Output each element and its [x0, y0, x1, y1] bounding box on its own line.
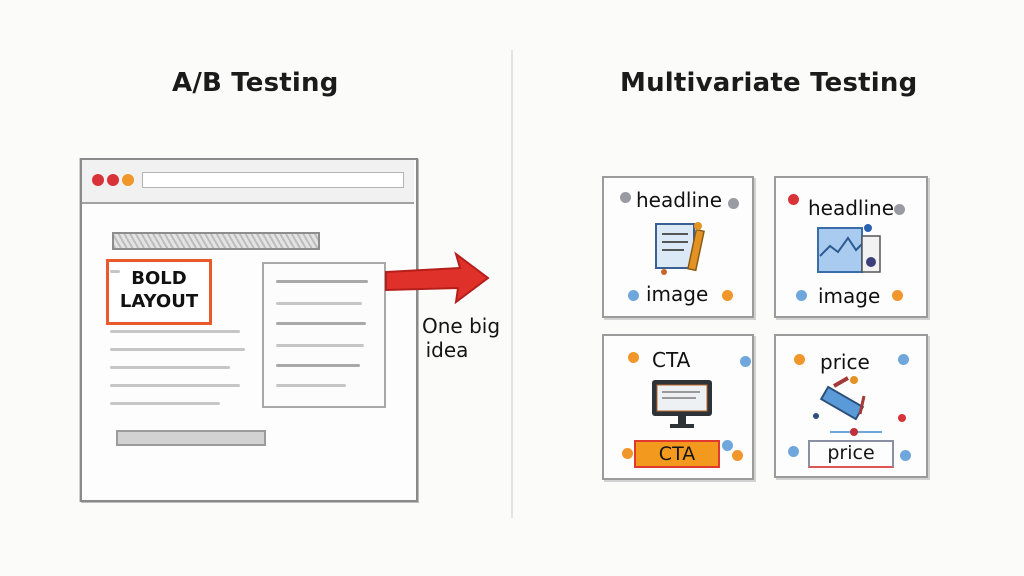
variant-cell-headline-image-a: headline image: [602, 176, 754, 318]
window-max-dot: [122, 174, 134, 186]
arrow-label-line1: One big: [421, 314, 501, 338]
orange-dot: [892, 290, 903, 301]
arrow-right-icon: [385, 251, 490, 305]
address-bar: [142, 172, 404, 188]
bold-layout-line1: BOLD: [131, 268, 187, 289]
one-big-idea-label: One big idea: [416, 314, 506, 362]
price-box-sketch: price: [808, 440, 894, 468]
arrow-label-line2: idea: [425, 338, 469, 362]
image-label: image: [818, 284, 881, 308]
monitor-icon: [652, 380, 712, 428]
orange-dot: [622, 448, 633, 459]
window-close-dot: [92, 174, 104, 186]
gray-dot: [728, 198, 739, 209]
gray-dot: [620, 192, 631, 203]
chart-image-icon: [817, 224, 881, 273]
red-dot: [788, 194, 799, 205]
variant-cell-price: price price: [774, 334, 928, 478]
image-label: image: [646, 282, 709, 306]
blue-dot: [788, 446, 799, 457]
header-bar-sketch: [112, 232, 320, 250]
blue-dot: [628, 290, 639, 301]
gray-dot: [894, 204, 905, 215]
side-panel-sketch: [262, 262, 386, 408]
orange-dot: [628, 352, 639, 363]
cta-label: CTA: [652, 348, 691, 372]
blue-dot: [740, 356, 751, 367]
section-divider: [511, 50, 513, 518]
variant-cell-headline-image-b: headline image: [774, 176, 928, 318]
bold-layout-box: BOLD LAYOUT: [106, 259, 212, 325]
orange-dot: [732, 450, 743, 461]
cta-button-sketch: CTA: [634, 440, 720, 468]
orange-dot: [722, 290, 733, 301]
footer-bar-sketch: [116, 430, 266, 446]
blue-dot: [796, 290, 807, 301]
window-min-dot: [107, 174, 119, 186]
bold-layout-line2: LAYOUT: [119, 291, 199, 312]
blue-dot: [722, 440, 733, 451]
ab-testing-title: A/B Testing: [172, 68, 339, 98]
headline-label: headline: [636, 188, 723, 212]
blue-dot: [900, 450, 911, 461]
document-icon: [655, 222, 705, 275]
blue-dot: [898, 354, 909, 365]
price-tag-icon: [813, 376, 906, 436]
variant-cell-cta: CTA CTA: [602, 334, 754, 480]
headline-label: headline: [808, 196, 895, 220]
price-label: price: [820, 350, 870, 374]
orange-dot: [794, 354, 805, 365]
multivariate-testing-title: Multivariate Testing: [620, 68, 918, 98]
